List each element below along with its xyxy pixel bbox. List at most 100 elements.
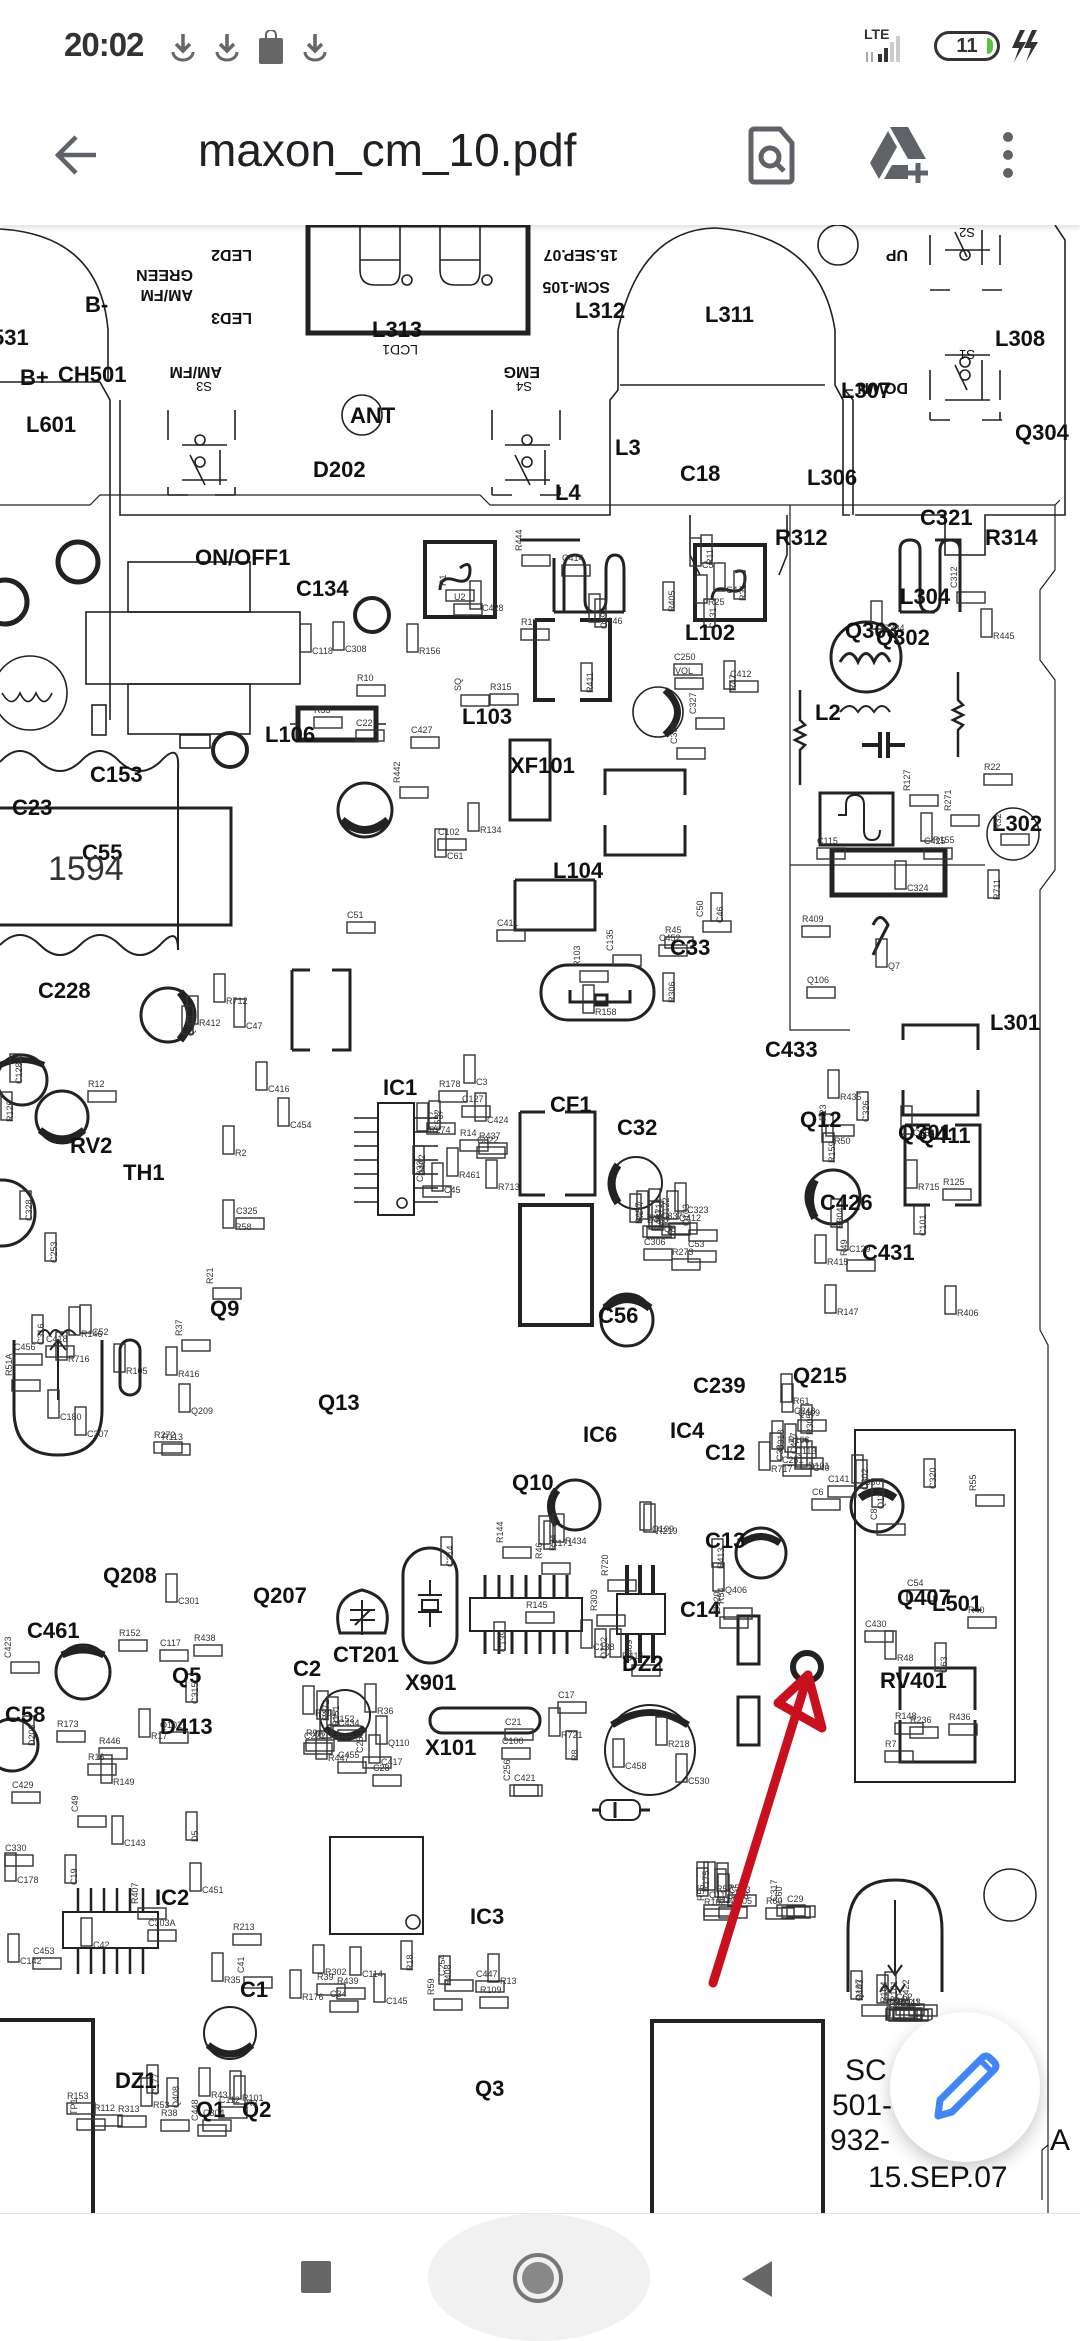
component-label-small: R313 bbox=[118, 2104, 140, 2114]
component-label-small: R60 bbox=[766, 1896, 783, 1906]
smd-pad bbox=[422, 1185, 452, 1198]
smd-pad bbox=[871, 1478, 884, 1508]
component-label-small: R176 bbox=[302, 1992, 324, 2002]
component-label: C33 bbox=[670, 935, 710, 960]
component-label: C321 bbox=[920, 505, 973, 530]
component-label-small: C38 bbox=[775, 1444, 785, 1461]
component-label-small: C22 bbox=[356, 718, 373, 728]
component-label-small: R219 bbox=[656, 1526, 678, 1536]
component-label-small: R18 bbox=[405, 1954, 415, 1971]
component-label-small: C330 bbox=[5, 1843, 27, 1853]
recents-button[interactable] bbox=[300, 2260, 332, 2299]
component-label-small: C306 bbox=[644, 1237, 666, 1247]
component-label-small: R446 bbox=[99, 1736, 121, 1746]
component-label-small: Q408 bbox=[171, 2086, 181, 2108]
component-label-small: R148 bbox=[895, 1711, 917, 1721]
component-label-small: R106 bbox=[788, 1435, 810, 1445]
component-label-small: C254 bbox=[437, 1954, 447, 1976]
smd-pad bbox=[460, 694, 490, 707]
component-label-small: C180 bbox=[60, 1412, 82, 1422]
smd-pad bbox=[612, 1738, 625, 1768]
smd-pad bbox=[315, 1730, 328, 1760]
component-label-small: R304 bbox=[835, 1207, 845, 1229]
back-button[interactable] bbox=[48, 125, 108, 185]
smd-pad bbox=[117, 2115, 147, 2128]
smd-pad bbox=[160, 2119, 190, 2132]
smd-pad bbox=[493, 1621, 506, 1651]
component-label-small: R12 bbox=[88, 1079, 105, 1089]
component-label-small: R236 bbox=[910, 1715, 932, 1725]
smd-pad bbox=[609, 1628, 622, 1658]
find-in-page-button[interactable] bbox=[740, 123, 804, 187]
component-label-small: R412 bbox=[199, 1018, 221, 1028]
component-label-small: R43 bbox=[211, 2090, 228, 2100]
back-nav-button[interactable] bbox=[740, 2260, 774, 2303]
component-label-small: C455 bbox=[338, 1750, 360, 1760]
component-label-small: R1 bbox=[438, 574, 448, 586]
smd-pad bbox=[700, 534, 713, 564]
component-label-small: R715 bbox=[918, 1182, 940, 1192]
smd-pad bbox=[884, 1630, 897, 1660]
component-label: Q208 bbox=[103, 1563, 157, 1588]
smd-pad bbox=[277, 1097, 290, 1127]
smd-pad bbox=[100, 1754, 113, 1784]
component-label-small: R7 bbox=[885, 1739, 897, 1749]
smd-pad bbox=[825, 1124, 855, 1137]
smd-pad bbox=[827, 1069, 840, 1099]
find-in-page-icon bbox=[748, 126, 795, 185]
drive-add-icon bbox=[870, 127, 928, 183]
label-emg: EMG bbox=[504, 363, 540, 380]
component-label: R312 bbox=[775, 525, 828, 550]
footer-line-2: 501- bbox=[832, 2089, 892, 2122]
smd-pad bbox=[806, 986, 836, 999]
component-label: IC4 bbox=[670, 1418, 705, 1443]
component-label-small: R172 bbox=[321, 1699, 331, 1721]
add-to-drive-button[interactable] bbox=[868, 123, 932, 187]
smd-pad bbox=[77, 1815, 107, 1828]
component-label-small: D403 bbox=[647, 1215, 669, 1225]
component-label-small: Q113 bbox=[795, 1446, 816, 1456]
component-label-small: C177 bbox=[151, 2073, 161, 2095]
smd-pad bbox=[771, 1420, 784, 1450]
component-label-small: C112 bbox=[219, 2095, 240, 2105]
component-label-small: R21 bbox=[205, 1267, 215, 1284]
component-label: C13 bbox=[705, 1528, 745, 1553]
smd-pad bbox=[111, 1815, 124, 1845]
component-label-small: C141 bbox=[828, 1474, 850, 1484]
component-label-small: Q412 bbox=[679, 1213, 701, 1223]
smd-pad bbox=[695, 717, 725, 730]
component-label-small: C327 bbox=[688, 692, 698, 714]
home-button[interactable] bbox=[510, 2250, 566, 2311]
smd-pad bbox=[166, 2077, 179, 2107]
smd-pad bbox=[856, 1091, 869, 1121]
pencil-edit-icon bbox=[934, 2052, 1000, 2120]
smd-pad bbox=[886, 2008, 916, 2021]
component-label-small: C3 bbox=[476, 1077, 488, 1087]
smd-pad bbox=[487, 1953, 500, 1983]
component-label-small: C114 bbox=[362, 1969, 383, 1979]
system-nav-bar bbox=[0, 2213, 1080, 2341]
smd-pad bbox=[193, 1644, 223, 1657]
component-label-small: R53 bbox=[153, 2100, 170, 2110]
label-date-top: 15.SEP.07 bbox=[543, 246, 618, 263]
pdf-page-view[interactable]: B-531B+CH501L601L313ANTL312L311L3C18L4D2… bbox=[0, 225, 1080, 2213]
component-label-small: C315 bbox=[190, 1682, 200, 1704]
component-label-small: R301 bbox=[315, 1708, 337, 1718]
smd-pad bbox=[876, 1974, 889, 2004]
more-options-button[interactable] bbox=[988, 123, 1028, 187]
smd-pad bbox=[161, 1443, 191, 1456]
edit-fab-button[interactable] bbox=[890, 2012, 1040, 2162]
component-label-small: Q101 bbox=[186, 1014, 196, 1036]
component-label-small: Q406 bbox=[725, 1585, 747, 1595]
smd-pad bbox=[673, 663, 703, 676]
smd-pad bbox=[723, 660, 736, 690]
component-label-small: C29 bbox=[787, 1894, 804, 1904]
smd-pad bbox=[525, 1611, 555, 1624]
smd-pad bbox=[870, 600, 883, 630]
component-label-small: R173 bbox=[57, 1719, 79, 1729]
component-label-small: R40 bbox=[968, 1605, 985, 1615]
component-label-small: R717 bbox=[771, 1464, 793, 1474]
label-s2: S2 bbox=[959, 225, 975, 240]
component-label: C14 bbox=[680, 1597, 721, 1622]
component-label-small: R58 bbox=[235, 1222, 252, 1232]
